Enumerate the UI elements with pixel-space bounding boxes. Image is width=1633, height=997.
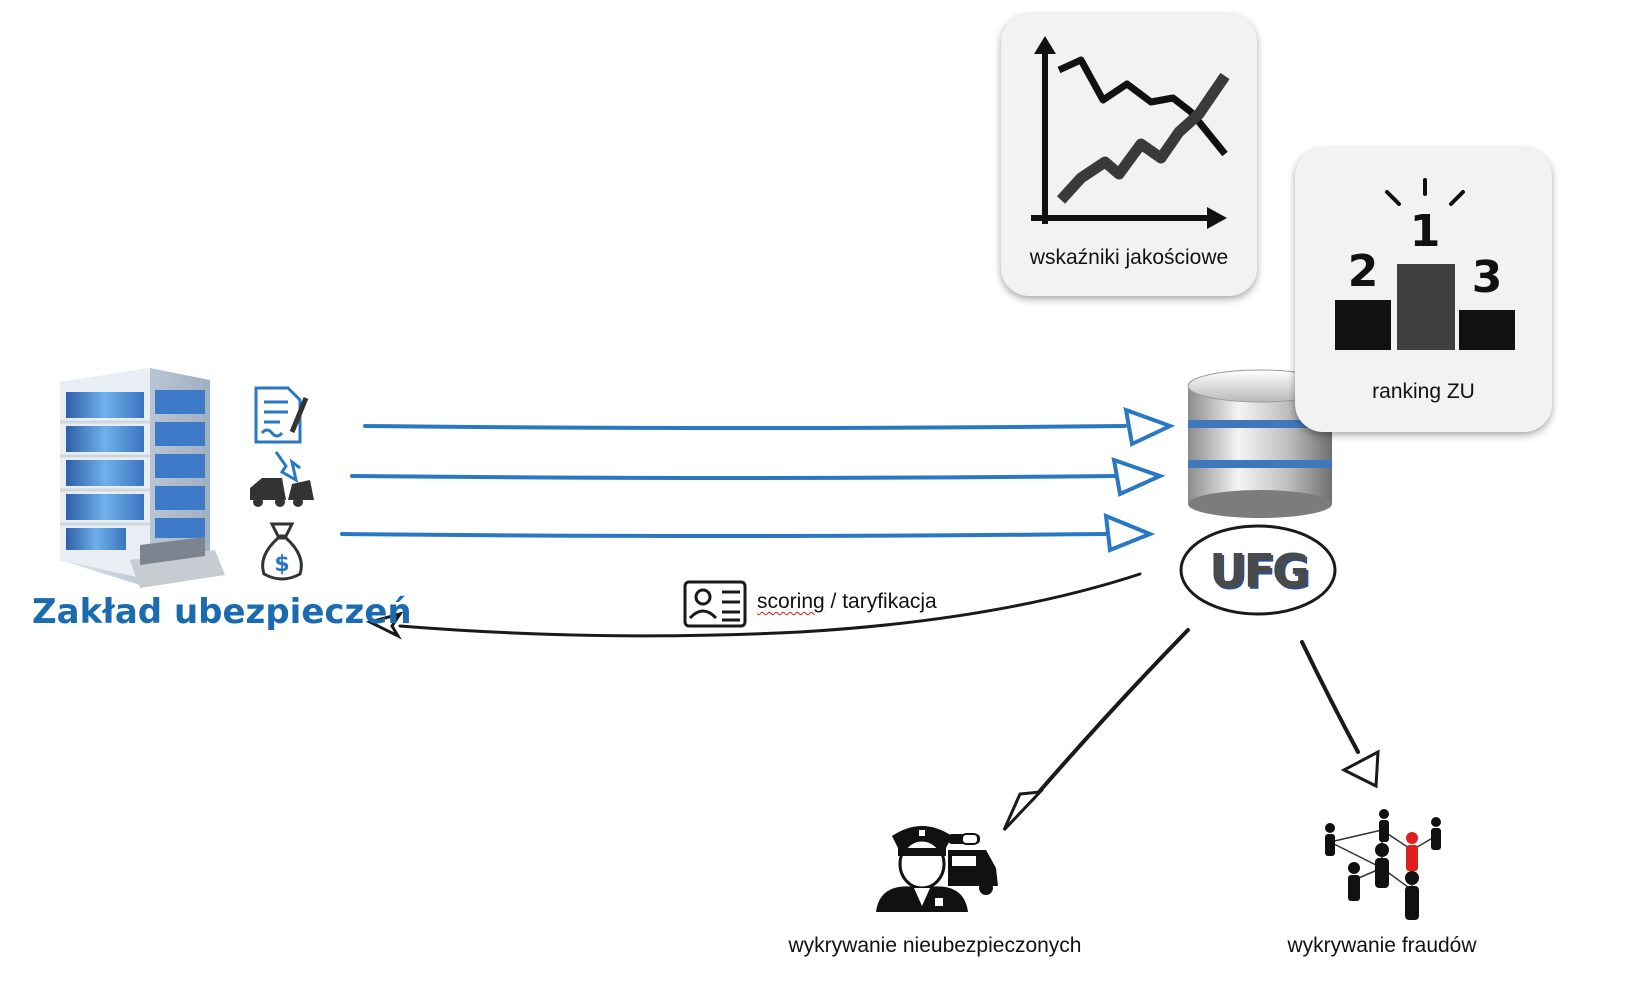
flow-arrow-payments-head [1103, 512, 1156, 553]
data-flow-arrows [340, 406, 1176, 553]
output-arrows [1002, 628, 1380, 832]
podium-second: 2 [1348, 246, 1379, 297]
flow-arrow-policies-head [1123, 406, 1176, 447]
podium-third: 3 [1472, 252, 1503, 303]
ranking-card: 1 2 3 ranking ZU [1295, 148, 1552, 432]
money-bag-icon: $ [261, 522, 303, 581]
arrow-to-fraud [1300, 640, 1360, 754]
uninsured-detection-label: wykrywanie nieubezpieczonych [788, 934, 1082, 957]
svg-text:$: $ [274, 552, 289, 577]
scoring-feedback-arrow [365, 572, 1142, 640]
podium-first: 1 [1410, 206, 1441, 257]
line-chart-icon [1031, 36, 1230, 229]
quality-indicators-card: wskaźniki jakościowe [1001, 14, 1257, 296]
ufg-logo [1179, 524, 1337, 616]
flow-arrow-payments [340, 532, 1107, 538]
flow-arrow-claims-head [1111, 456, 1166, 497]
insurer-title: Zakład ubezpieczeń [32, 592, 412, 632]
ufg-logo-text: UFG [1209, 544, 1310, 598]
car-crash-icon [250, 451, 314, 507]
ranking-label: ranking ZU [1372, 380, 1475, 403]
quality-indicators-label: wskaźniki jakościowe [1029, 246, 1229, 269]
arrow-to-uninsured [1030, 628, 1190, 802]
flow-arrow-claims [350, 474, 1117, 480]
police-officer-car-icon [876, 826, 998, 912]
document-signature-icon [254, 386, 309, 444]
flow-arrow-policies [363, 424, 1127, 430]
office-building-icon [60, 368, 225, 588]
podium-icon: 1 2 3 [1335, 178, 1515, 350]
scoring-label: scoring / taryfikacja [757, 590, 937, 614]
id-card-icon [683, 580, 747, 628]
scoring-label-part1: scoring [757, 590, 825, 613]
fraud-detection-label: wykrywanie fraudów [1287, 934, 1477, 957]
people-network-icon [1325, 809, 1441, 920]
scoring-label-part2: / taryfikacja [824, 590, 937, 613]
